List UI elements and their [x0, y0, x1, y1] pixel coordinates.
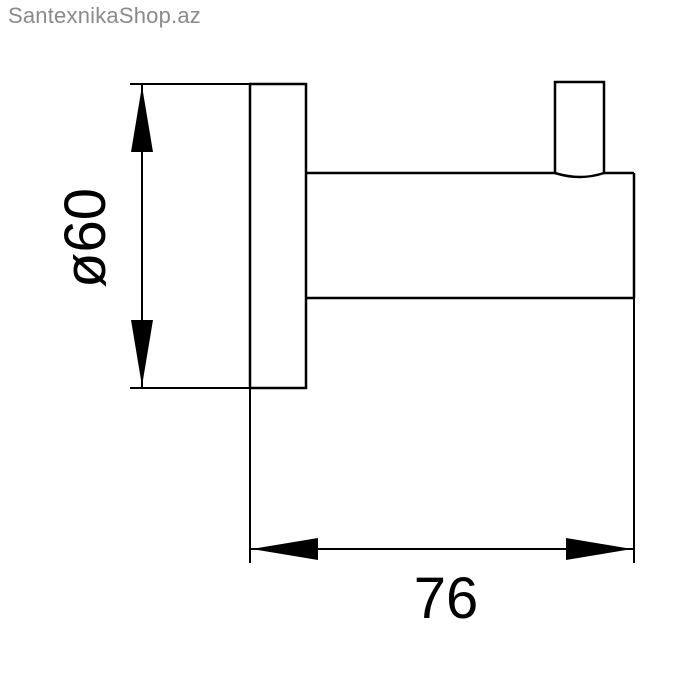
base-plate — [248, 82, 308, 390]
diameter-label: ø60 — [53, 188, 118, 288]
width-label: 76 — [414, 566, 479, 631]
watermark-text: SantexnikaShop.az — [8, 3, 201, 28]
hook-pin — [553, 80, 606, 179]
diameter-arrow-bottom — [131, 320, 153, 386]
width-arrow-left — [252, 538, 318, 560]
width-arrow-right — [566, 538, 632, 560]
diameter-arrow-top — [131, 86, 153, 152]
